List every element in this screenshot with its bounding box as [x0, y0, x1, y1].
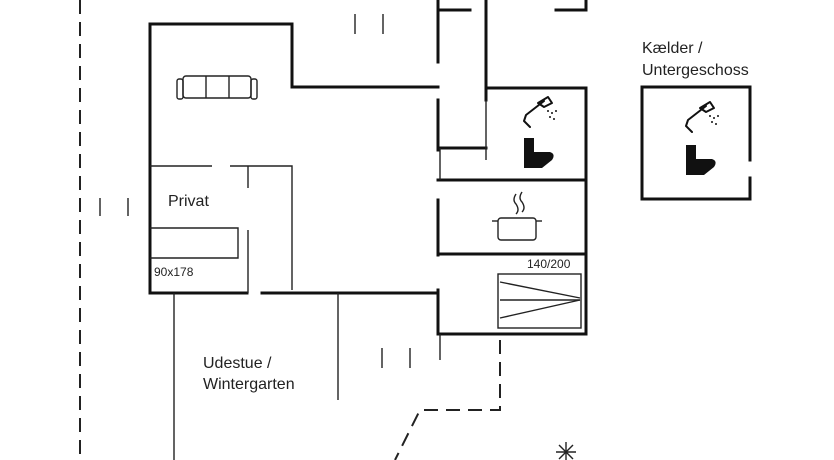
basement-room — [640, 85, 752, 201]
sunroom-label-line1: Udestue / — [203, 355, 272, 372]
compass-icon — [556, 442, 576, 460]
sunroom-walls — [173, 293, 441, 460]
private-room-label: Privat — [168, 193, 209, 210]
sofa-icon — [176, 75, 258, 100]
terrace-markers — [99, 14, 411, 368]
bed-icon — [497, 273, 582, 329]
basement-label-line1: Kælder / — [642, 40, 703, 57]
basement-label-line2: Untergeschoss — [642, 62, 749, 79]
bed-size-label: 90x178 — [154, 265, 194, 279]
cooking-pot-icon — [492, 191, 542, 241]
interior-partitions — [150, 100, 487, 293]
shower-icon — [523, 96, 557, 128]
bed2-size-label: 140/200 — [527, 257, 571, 271]
basement-toilet-icon — [686, 145, 716, 175]
house-walls — [148, 0, 588, 336]
sunroom-label-line2: Wintergarten — [203, 376, 295, 393]
toilet-icon — [524, 138, 554, 168]
basement-shower-icon — [685, 101, 719, 133]
outdoor-dashed-outline — [79, 0, 501, 460]
